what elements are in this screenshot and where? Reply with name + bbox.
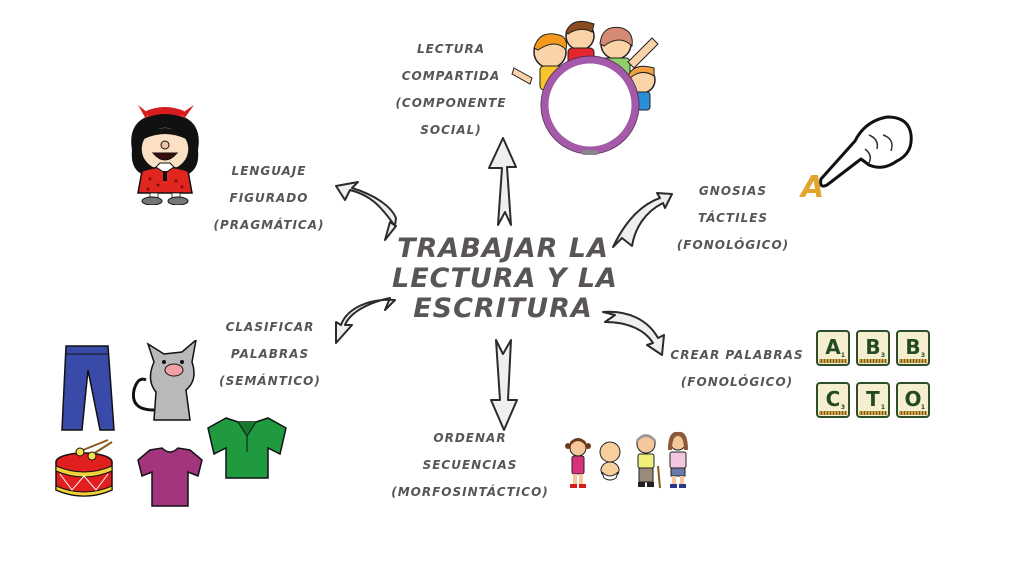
tile-points: 1 [880,404,885,411]
arrow-down-left [335,297,396,344]
branch-label-line: (FONOLÓGICO) [676,238,790,252]
letter-tile: B 3 [896,330,930,366]
branch-gnosias-tactiles: GNOSIAS TÁCTILES (FONOLÓGICO) [668,178,798,259]
branch-ordenar-secuencias: ORDENAR SECUENCIAS (MORFOSINTÁCTICO) [385,425,555,506]
branch-label-line: LENGUAJE [231,164,307,178]
branch-label-line: (COMPONENTE [395,96,507,110]
branch-label-line: COMPARTIDA [401,69,501,83]
branch-crear-palabras: CREAR PALABRAS (FONOLÓGICO) [664,342,810,396]
tile-base [899,359,927,363]
tile-letter: B [865,335,881,359]
branch-label-line: (PRAGMÁTICA) [213,218,325,232]
branch-label-line: (MORFOSINTÁCTICO) [391,485,549,499]
arrow-up [488,137,517,226]
branch-label-line: SOCIAL) [420,123,482,137]
mafalda-image [131,105,199,205]
branch-label-line: LECTURA [416,42,486,56]
branch-label-line: ORDENAR [433,431,507,445]
tile-base [859,359,887,363]
branch-label-line: CREAR PALABRAS [670,348,804,362]
arrow-up-right [612,192,673,248]
arrow-up-left [335,181,397,241]
letter-tile: O 1 [896,382,930,418]
central-topic-line: LECTURA Y LA [392,263,618,294]
tile-points: 1 [840,352,845,359]
tile-base [819,359,847,363]
branch-label-line: CLASIFICAR [225,320,315,334]
t-shirt-icon [137,447,203,507]
semantic-items-image [55,340,287,507]
tile-letter: T [866,387,880,411]
tile-points: 3 [840,404,845,411]
branch-label-line: (FONOLÓGICO) [680,375,794,389]
branch-label-line: PALABRAS [230,347,310,361]
branch-label-line: SECUENCIAS [422,458,518,472]
tile-base [819,411,847,415]
tile-base [899,411,927,415]
letter-tiles-image: A 1 B 3 B 3 C 3 T 1 O 1 [816,330,936,422]
arrow-down [490,339,518,431]
tile-letter: A [825,335,841,359]
branch-clasificar-palabras: CLASIFICAR PALABRAS (SEMÁNTICO) [210,314,330,395]
letter-tile: T 1 [856,382,890,418]
letter-tile: B 3 [856,330,890,366]
tile-points: 3 [880,352,885,359]
tile-base [859,411,887,415]
girl-figure-icon [565,438,591,488]
arrow-down-right [602,310,665,356]
cat-icon [131,340,197,421]
branch-label-line: FIGURADO [229,191,309,205]
pants-icon [61,345,115,431]
branch-label-line: (SEMÁNTICO) [219,374,321,388]
children-circle-frame-image [511,20,659,155]
family-sequence-image [565,431,688,489]
central-topic-line: TRABAJAR LA [397,233,609,264]
baby-figure-icon [599,441,621,481]
letter-a-glyph: A [799,170,824,200]
letter-tile: A 1 [816,330,850,366]
polo-shirt-icon [207,417,287,479]
drum-icon [55,439,113,497]
tile-letter: C [825,387,841,411]
branch-lectura-compartida: LECTURA COMPARTIDA (COMPONENTE SOCIAL) [383,36,519,144]
tile-points: 1 [920,404,925,411]
tile-letter: B [905,335,921,359]
central-topic: TRABAJAR LA LECTURA Y LA ESCRITURA [392,233,618,324]
central-topic-line: ESCRITURA [413,293,593,324]
branch-lenguaje-figurado: LENGUAJE FIGURADO (PRAGMÁTICA) [204,158,334,239]
hand-pointing-letter-image: A [799,115,913,200]
tile-letter: O [904,387,922,411]
letter-tile: C 3 [816,382,850,418]
woman-figure-icon [668,431,688,488]
branch-label-line: TÁCTILES [697,211,769,225]
grandmother-figure-icon [636,434,661,489]
tile-points: 3 [920,352,925,359]
branch-label-line: GNOSIAS [698,184,768,198]
